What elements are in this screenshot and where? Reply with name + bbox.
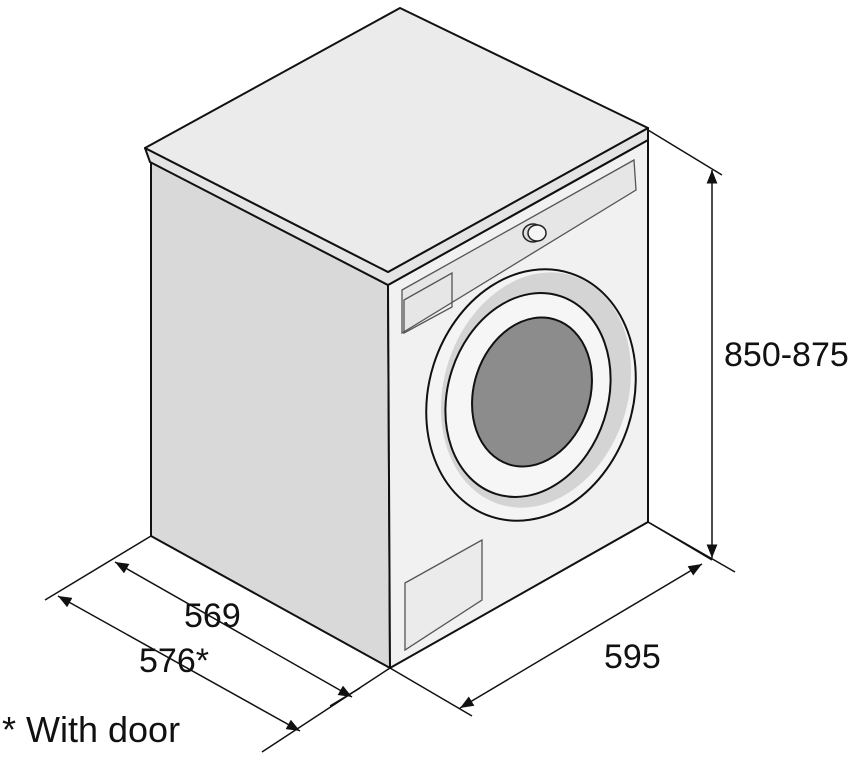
knob-icon — [522, 223, 547, 243]
door — [425, 268, 637, 522]
width-dimension-line — [459, 563, 703, 709]
control-panel — [401, 158, 637, 335]
depth-label: 569 — [184, 597, 241, 635]
depth-with-door-dimension-line — [57, 595, 301, 732]
height-label: 850-875 — [724, 336, 849, 374]
width-label: 595 — [604, 638, 661, 676]
door-glass — [471, 316, 593, 468]
detergent-drawer — [403, 271, 453, 335]
depth-with-door-label: 576* — [139, 642, 209, 680]
worktop — [144, 7, 649, 273]
footnote: * With door — [2, 709, 180, 750]
